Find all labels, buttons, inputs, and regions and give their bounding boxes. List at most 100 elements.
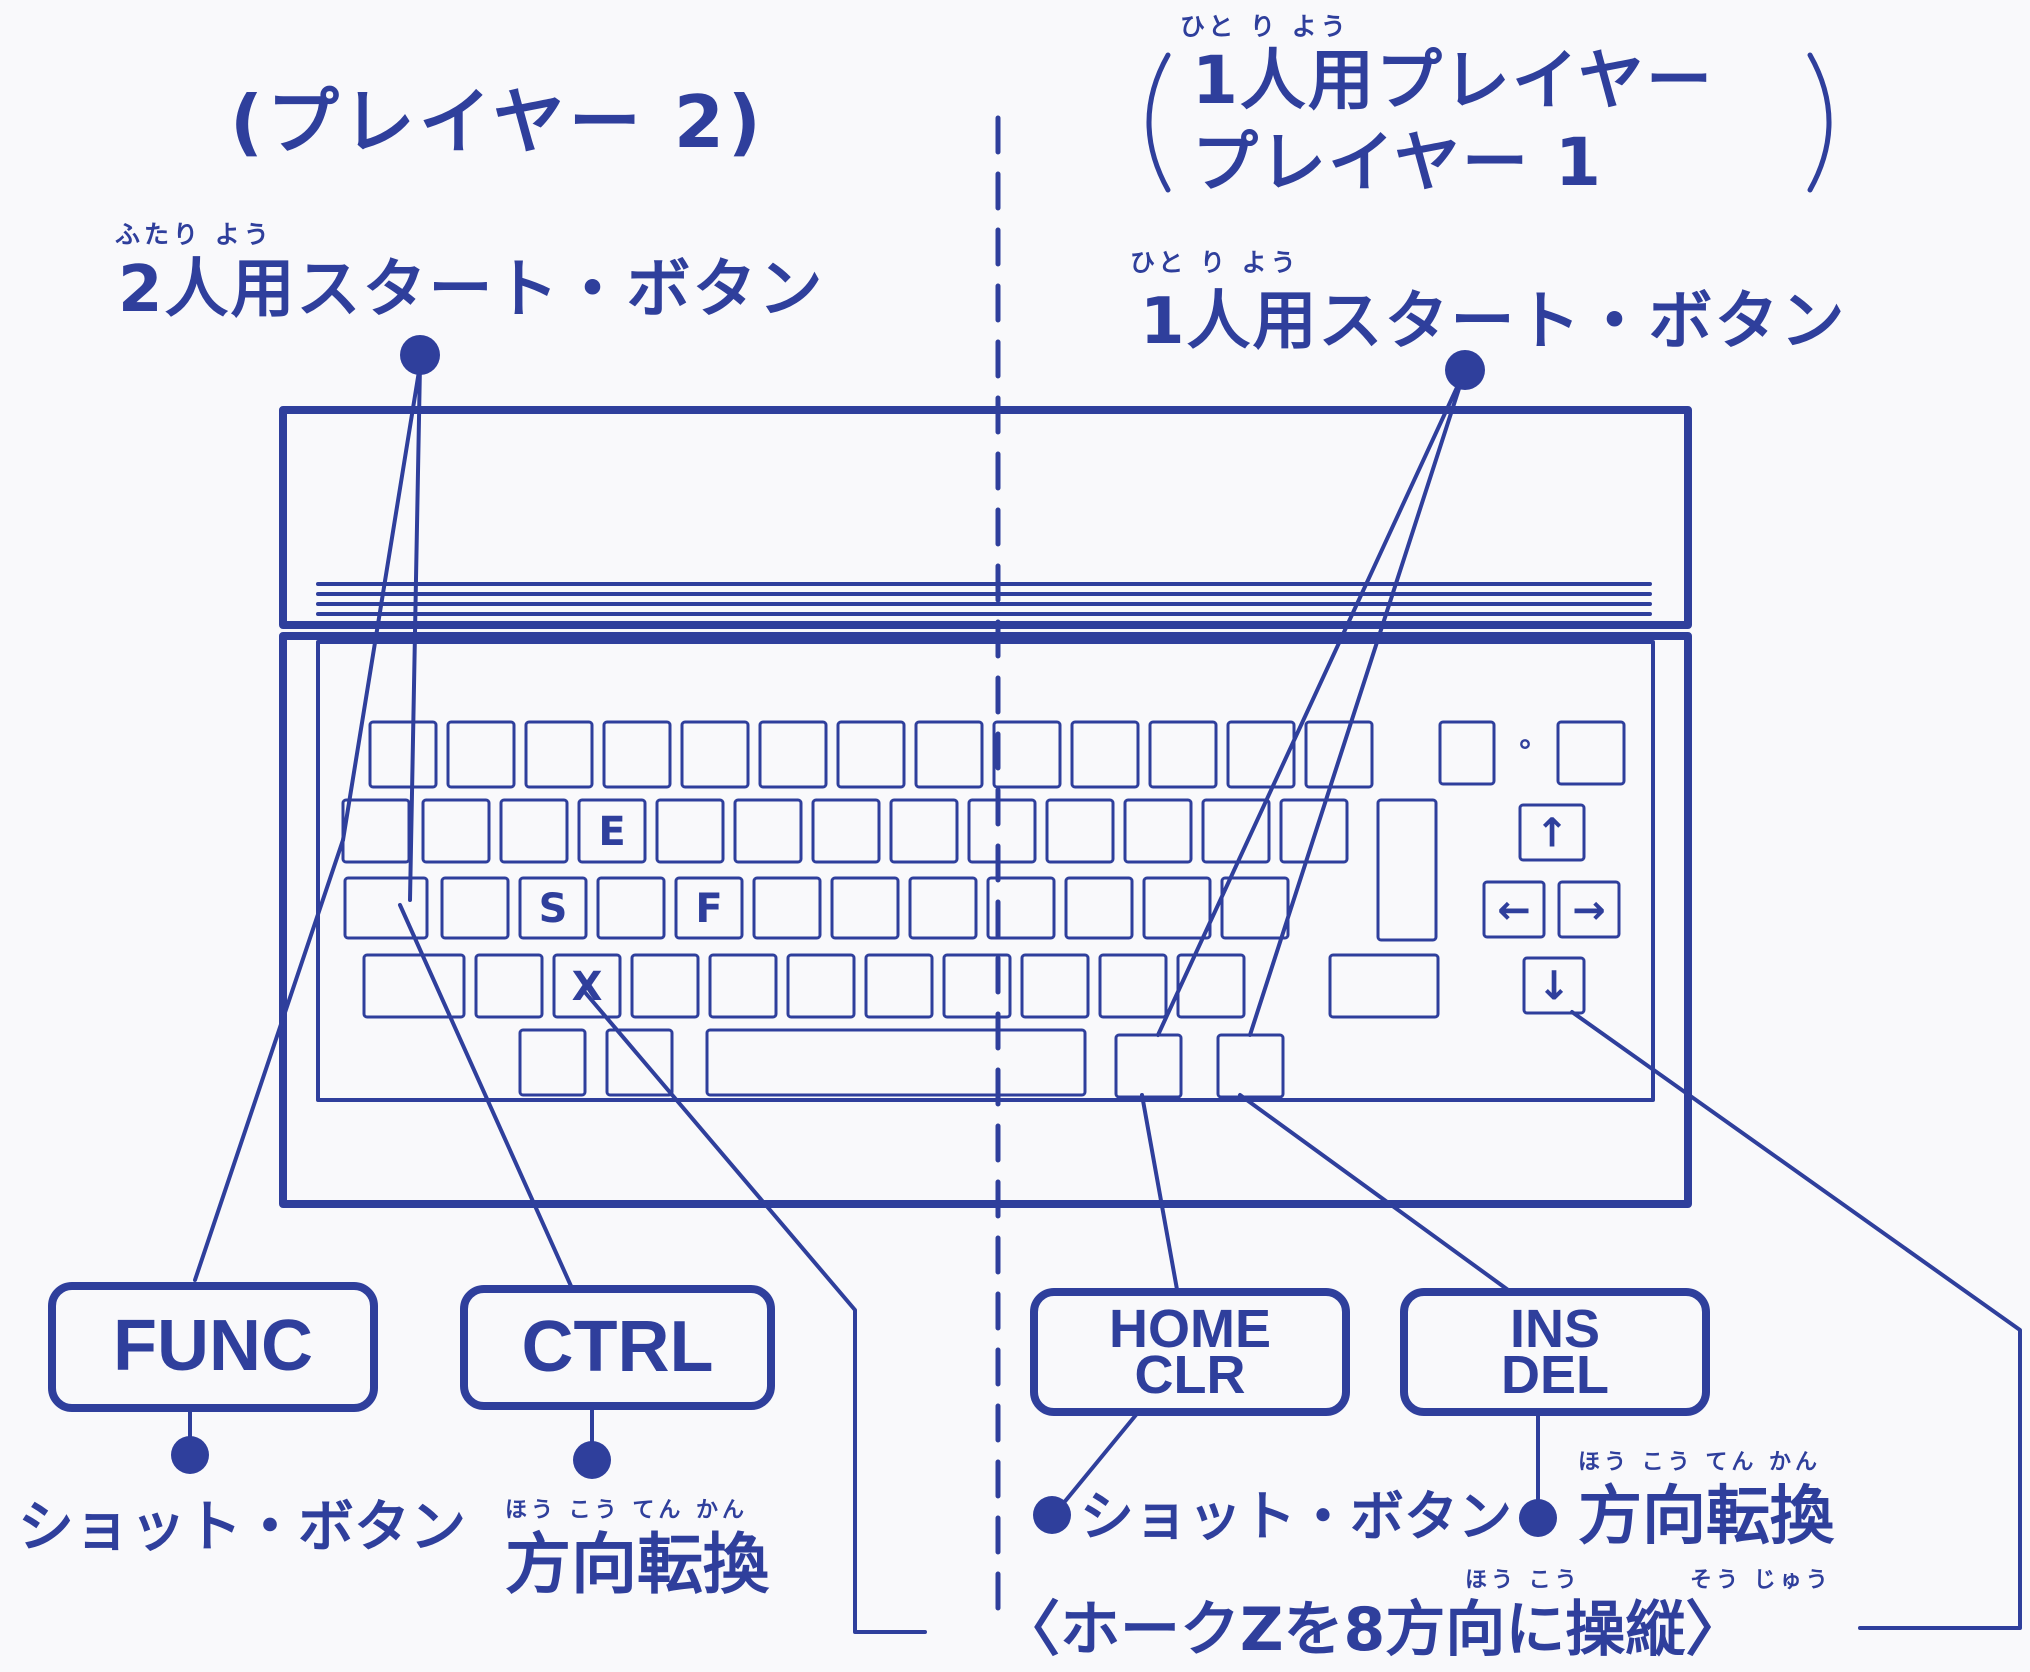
key-row1-5 (680, 720, 750, 789)
key-right-label: → (1572, 888, 1606, 934)
key-row4-8 (1020, 953, 1090, 1019)
key-row4-5 (786, 953, 856, 1019)
key-down-label: ↓ (1537, 964, 1571, 1010)
key-row2-10 (1123, 798, 1193, 864)
key-row1-10 (1070, 720, 1140, 789)
key-row3-8 (986, 876, 1056, 940)
func-key-callout: FUNC (48, 1282, 378, 1412)
key-row4-6 (864, 953, 934, 1019)
key-shift-right (1328, 953, 1440, 1019)
p2-start-leader-a (341, 363, 422, 842)
key-row4-1 (474, 953, 544, 1019)
p1-turn-label: 方向転換 (1578, 1480, 1834, 1554)
key-row2-2 (499, 798, 569, 864)
home-shot-dot (1033, 1496, 1071, 1534)
func-shot-dot (171, 1436, 209, 1474)
x-key-leader (581, 988, 927, 1634)
key-row2-1 (421, 798, 491, 864)
key-right (1557, 880, 1621, 939)
key-tab (341, 798, 411, 864)
home-key-label: HOME (1109, 1298, 1271, 1359)
key-row4-3 (630, 953, 700, 1019)
p1-turn-ruby: ほう こう てん かん (1578, 1450, 1821, 1475)
keyboard-lid (279, 406, 1692, 629)
bottom-caption: 〈ホークZを8方向に操縦〉 (1000, 1595, 1746, 1665)
key-row2-5 (733, 798, 803, 864)
key-row3-11 (1220, 876, 1290, 940)
key-e (577, 798, 647, 864)
func-leader (193, 838, 345, 1282)
key-down (1522, 956, 1586, 1015)
home-leader (1140, 1093, 1180, 1297)
keyboard-body (279, 406, 1692, 1208)
key-row1-8 (914, 720, 984, 789)
key-row1-6 (758, 720, 828, 789)
key-space (705, 1028, 1087, 1097)
key-left-label: ← (1497, 888, 1531, 934)
key-row1-3 (524, 720, 594, 789)
home-shot-leader (1060, 1408, 1142, 1507)
key-row1-13 (1304, 720, 1374, 789)
p1-heading-open-paren (1146, 52, 1171, 193)
p2-turn-label: 方向転換 (505, 1526, 769, 1603)
p1-shot-label: ショット・ボタン (1080, 1485, 1512, 1548)
p2-start-ruby: ふたり よう (115, 220, 273, 249)
key-row1-9 (992, 720, 1062, 789)
key-up-label: ↑ (1535, 811, 1569, 857)
func-key-label: FUNC (113, 1306, 313, 1387)
key-row2-7 (889, 798, 959, 864)
p1-heading-ruby: ひと り よう (1180, 12, 1350, 41)
player2-heading: (プレイヤー 2) (230, 80, 765, 164)
p1-heading-line1: 1人用プレイヤー (1192, 42, 1714, 119)
key-row3-3 (596, 876, 666, 940)
p2-start-dot (400, 335, 440, 375)
key-row3-6 (830, 876, 900, 940)
key-row1-right-2 (1556, 720, 1626, 786)
key-row1-11 (1148, 720, 1218, 789)
key-row3-10 (1142, 876, 1212, 940)
p2-start-leader-b (408, 363, 422, 902)
key-row1-12 (1226, 720, 1296, 789)
key-ctrl-small (343, 876, 429, 940)
key-row1-4 (602, 720, 672, 789)
key-row3-1 (440, 876, 510, 940)
key-s-label: S (539, 886, 568, 932)
key-f (674, 876, 744, 940)
leader-dots (171, 335, 1557, 1537)
key-row2-11 (1201, 798, 1271, 864)
key-row4-7 (942, 953, 1012, 1019)
p1-start-leader-b (1248, 368, 1467, 1037)
ins-key-label: INS (1509, 1298, 1601, 1359)
p1-start-dot (1445, 350, 1485, 390)
key-e-label: E (598, 809, 625, 855)
key-graph (518, 1028, 587, 1097)
p1-start-leader-a (1156, 368, 1467, 1037)
ins-leader (1238, 1093, 1517, 1297)
key-row2-4 (655, 798, 725, 864)
ins-del-key-callout: INS DEL (1400, 1288, 1710, 1416)
key-row4-10 (1176, 953, 1246, 1019)
p1-heading-close-paren (1807, 52, 1832, 193)
key-row2-12 (1279, 798, 1349, 864)
keyboard-deck (316, 640, 1655, 1102)
bottom-ruby-soujuu: そう じゅう (1690, 1568, 1832, 1593)
key-row1-7 (836, 720, 906, 789)
del-key-label: DEL (1501, 1345, 1609, 1405)
key-row4-4 (708, 953, 778, 1019)
key-row2-8 (967, 798, 1037, 864)
key-kana (605, 1028, 674, 1097)
ctrl-key-callout: CTRL (460, 1285, 775, 1410)
key-row1-right-1 (1438, 720, 1496, 786)
key-shift-left (362, 953, 466, 1019)
key-row2-9 (1045, 798, 1115, 864)
key-row4-9 (1098, 953, 1168, 1019)
key-return (1376, 798, 1438, 942)
key-row1-1 (368, 720, 438, 789)
ctrl-key-label: CTRL (521, 1306, 714, 1387)
keyboard-base (279, 632, 1692, 1208)
key-row3-5 (752, 876, 822, 940)
ventilation-slits (316, 582, 1652, 616)
